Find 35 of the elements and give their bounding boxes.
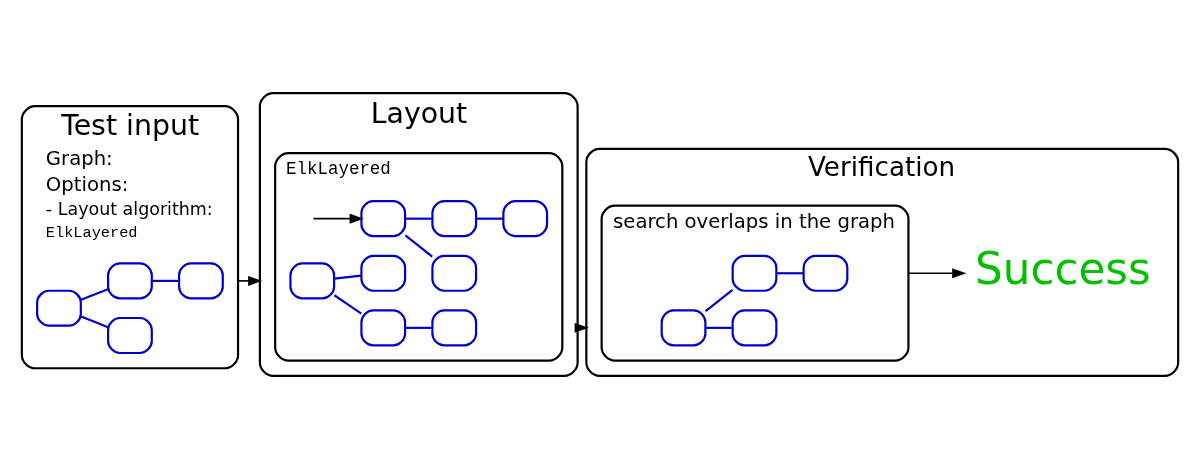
connector — [404, 234, 433, 258]
node-box — [360, 199, 407, 237]
arrow — [907, 267, 967, 278]
connector — [405, 217, 433, 220]
connector — [80, 315, 109, 328]
node-box — [731, 308, 778, 346]
connector — [476, 217, 504, 220]
connector — [776, 271, 804, 274]
node-box — [178, 261, 224, 299]
node-box — [660, 308, 707, 346]
arrow — [312, 213, 364, 224]
connector — [80, 287, 109, 301]
node-box — [731, 254, 778, 292]
node-box — [36, 289, 82, 327]
connector — [152, 279, 179, 282]
connector — [334, 274, 362, 280]
node-box — [107, 261, 153, 299]
node-text: Success — [975, 242, 1151, 294]
cluster: search overlaps in the graph — [600, 204, 910, 362]
cluster: Test input Graph: Options: - Layout algorithm: ElkLayered — [20, 104, 240, 369]
node-box — [360, 308, 407, 346]
arrow — [237, 275, 263, 286]
connector — [705, 326, 733, 329]
node-box — [502, 199, 549, 237]
node-box — [431, 254, 478, 292]
connector — [333, 293, 362, 314]
node-box — [802, 254, 849, 292]
connector — [704, 288, 734, 312]
node-box — [431, 199, 478, 237]
node-box — [360, 254, 407, 292]
node-box — [431, 308, 478, 346]
connector — [405, 326, 433, 329]
cluster: ElkLayered — [274, 151, 564, 362]
node-box — [107, 316, 153, 354]
node-box — [289, 261, 336, 299]
